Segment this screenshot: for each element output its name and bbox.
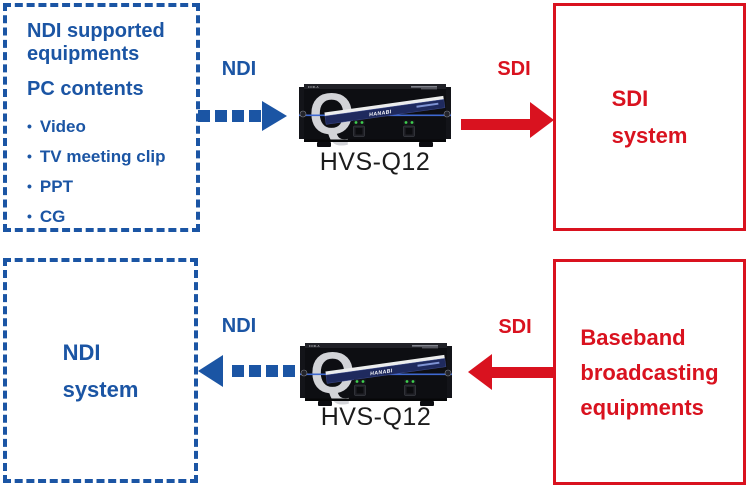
box-line: broadcasting xyxy=(580,359,719,385)
led-green xyxy=(405,380,409,383)
device-top-strip xyxy=(305,343,447,348)
hanabi-logo: HANABI xyxy=(370,368,393,377)
rack-screw-right xyxy=(443,110,451,118)
bullet-label: TV meeting clip xyxy=(39,147,166,166)
sdi-flow-label-bottom: SDI xyxy=(498,316,532,338)
sdi-flow-label-top: SDI xyxy=(497,58,531,80)
front-module-right xyxy=(403,120,415,137)
device-foot xyxy=(317,142,331,147)
bullet-label: PPT xyxy=(39,177,73,196)
sdi-system-box: SDI system xyxy=(553,3,746,231)
box-line: system xyxy=(611,123,688,148)
bullet-label: CG xyxy=(39,207,66,226)
device-foot xyxy=(419,142,433,147)
led-green xyxy=(410,121,414,124)
rack-screw-left xyxy=(300,369,308,377)
bullet-label: Video xyxy=(39,117,86,136)
arrow-shaft xyxy=(490,367,553,378)
ndi-system-box: NDI system xyxy=(3,258,198,483)
front-module-left xyxy=(353,120,365,137)
list-item: • TV meeting clip xyxy=(27,142,192,172)
diagonal-stripe: HANABI xyxy=(325,354,447,384)
arrowhead-left-icon xyxy=(198,355,223,387)
model-text-marks xyxy=(422,347,438,349)
arrow-dash xyxy=(249,365,261,377)
heading-line-2: equipments xyxy=(27,43,140,65)
tagline-marks xyxy=(416,102,439,108)
led-green xyxy=(411,380,415,383)
arrow-dash xyxy=(232,110,244,122)
ndi-source-heading: NDI supported equipments xyxy=(27,20,192,66)
baseband-equipments-text: Baseband broadcasting equipments xyxy=(580,320,718,425)
device-foot xyxy=(420,401,434,406)
model-text-marks xyxy=(411,86,437,88)
bullet-icon: • xyxy=(27,148,32,164)
bullet-icon: • xyxy=(27,178,32,194)
box-line: SDI xyxy=(611,86,649,111)
hvs-q12-device-bottom: FOR-A Q HANABI xyxy=(300,343,452,406)
arrow-dash xyxy=(198,110,210,122)
arrow-dash xyxy=(283,365,295,377)
led-green xyxy=(354,121,358,124)
arrow-dash xyxy=(249,110,261,122)
diagonal-stripe: HANABI xyxy=(324,95,446,125)
sdi-system-text: SDI system xyxy=(612,80,688,154)
led-green xyxy=(360,121,364,124)
device-top-strip xyxy=(304,84,446,89)
device-foot xyxy=(318,401,332,406)
device-bottom-edge xyxy=(304,139,446,142)
ndi-source-content: NDI supported equipments PC contents • V… xyxy=(7,7,196,232)
box-line: NDI xyxy=(62,339,101,365)
rack-screw-left xyxy=(299,110,307,118)
led-green xyxy=(355,380,359,383)
bullet-icon: • xyxy=(27,118,32,134)
device-caption-top: HVS-Q12 xyxy=(319,148,431,176)
led-green xyxy=(404,121,408,124)
list-item: • Video xyxy=(27,112,192,142)
arrowhead-right-icon xyxy=(530,102,554,138)
ndi-source-box: NDI supported equipments PC contents • V… xyxy=(3,3,200,232)
brand-text: FOR-A xyxy=(308,85,319,89)
front-module-left xyxy=(354,379,366,396)
pc-contents-label: PC contents xyxy=(27,78,144,100)
list-item: • PPT xyxy=(27,172,192,202)
content-bullet-list: • Video • TV meeting clip • PPT • CG xyxy=(27,112,192,232)
arrowhead-right-icon xyxy=(262,101,287,131)
list-item: • CG xyxy=(27,202,192,232)
arrow-shaft xyxy=(461,119,532,130)
tagline-marks xyxy=(417,361,440,367)
arrow-dash xyxy=(266,365,278,377)
model-text-marks xyxy=(412,345,438,347)
arrowhead-left-icon xyxy=(468,354,492,390)
front-module-right xyxy=(404,379,416,396)
box-line: system xyxy=(62,376,139,402)
arrow-dash xyxy=(232,365,244,377)
box-line: Baseband xyxy=(580,324,686,350)
baseband-equipments-box: Baseband broadcasting equipments xyxy=(553,259,746,485)
model-text-marks xyxy=(421,88,437,90)
device-caption-bottom: HVS-Q12 xyxy=(320,403,432,431)
rack-screw-right xyxy=(444,369,452,377)
ndi-system-text: NDI system xyxy=(63,334,139,408)
ndi-flow-label-bottom: NDI xyxy=(221,315,257,337)
device-bottom-edge xyxy=(305,398,447,401)
hvs-q12-device-top: FOR-A Q HANABI xyxy=(299,84,451,147)
heading-line-1: NDI supported xyxy=(27,20,165,42)
led-green xyxy=(361,380,365,383)
arrow-dash xyxy=(215,110,227,122)
brand-text: FOR-A xyxy=(309,344,320,348)
box-line: equipments xyxy=(580,394,704,420)
bullet-icon: • xyxy=(27,208,32,224)
ndi-flow-label-top: NDI xyxy=(221,58,257,80)
hanabi-logo: HANABI xyxy=(369,109,392,118)
